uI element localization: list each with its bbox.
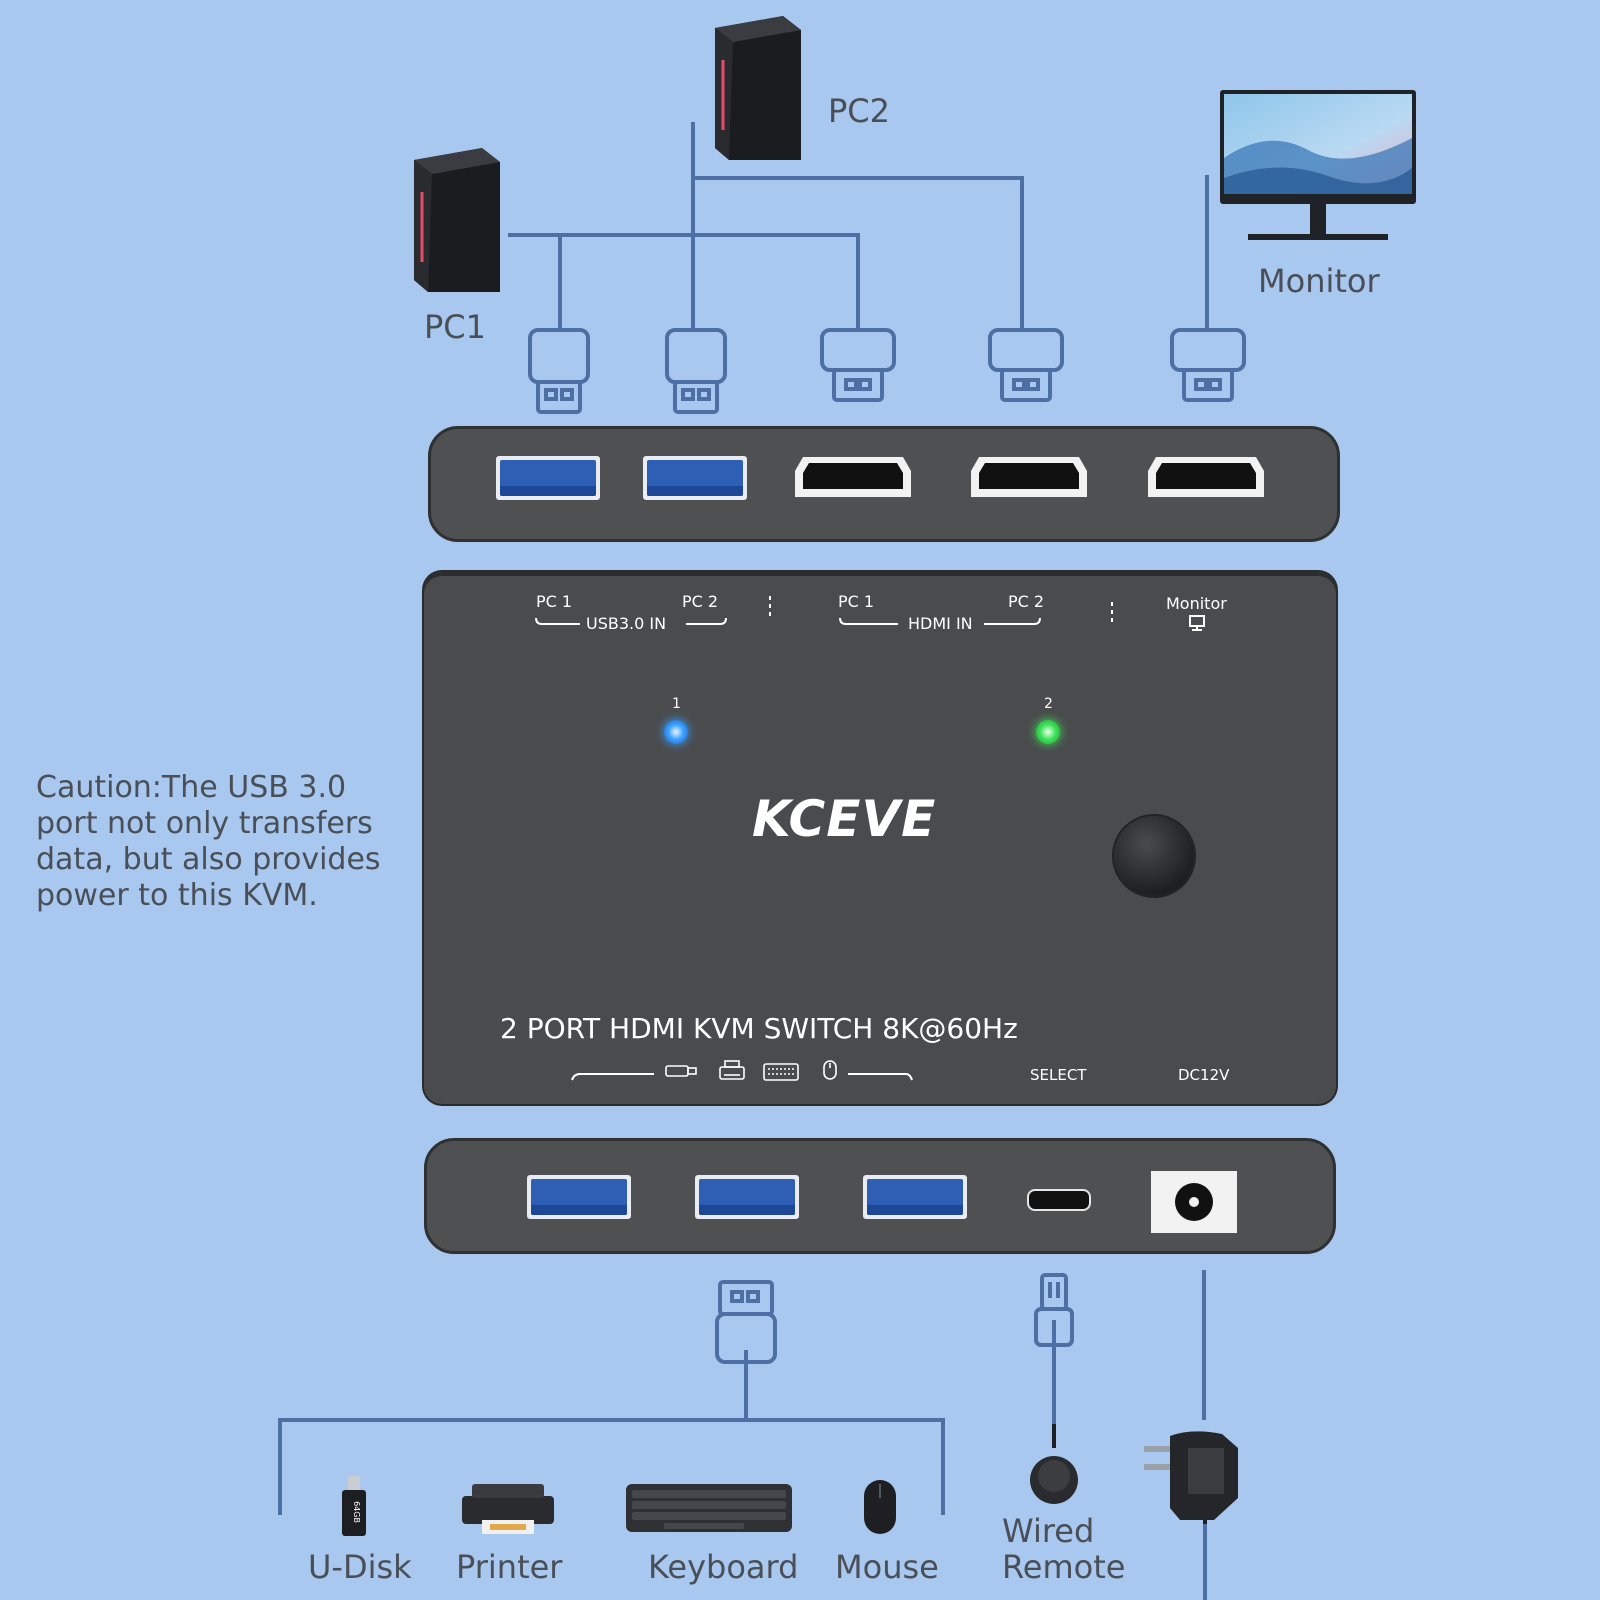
- brand-logo: KCEVE: [752, 790, 937, 848]
- remote-label-line1: Wired: [1002, 1512, 1095, 1550]
- pc1-tower-icon: [414, 148, 500, 292]
- remote-label-line2: Remote: [1002, 1548, 1126, 1586]
- hdmi-plug-monitor: [1170, 328, 1246, 402]
- keyboard-icon: [763, 1063, 799, 1081]
- usb-plug-pc2: [665, 328, 727, 414]
- select-button[interactable]: [1114, 816, 1194, 896]
- hdmi-port-pc2[interactable]: [969, 455, 1089, 499]
- remote-port[interactable]: [1027, 1189, 1091, 1211]
- usb-port-pc1[interactable]: [496, 456, 600, 500]
- usb-group-label: USB3.0 IN: [586, 614, 667, 633]
- keyboard-device-icon: [626, 1484, 792, 1532]
- led2-label: 2: [1044, 696, 1053, 712]
- u-disk-label: U-Disk: [308, 1548, 412, 1586]
- u-disk-icon: 64GB: [342, 1476, 366, 1536]
- mouse-device-icon: [864, 1480, 896, 1534]
- panel-brackets: [535, 596, 1205, 1081]
- select-label: SELECT: [1030, 1066, 1087, 1084]
- wired-remote-icon: [1030, 1424, 1078, 1504]
- hdmi-group-label: HDMI IN: [908, 614, 973, 633]
- monitor-port-label: Monitor: [1166, 594, 1227, 613]
- hdmi-port-pc1[interactable]: [793, 455, 913, 499]
- usb-pc1-label: PC 1: [536, 592, 573, 611]
- monitor-icon: [1220, 90, 1416, 240]
- hdmi-pc2-label: PC 2: [1008, 592, 1045, 611]
- usb-port-pc2[interactable]: [643, 456, 747, 500]
- led1-label: 1: [672, 696, 681, 712]
- usb-port-out-1[interactable]: [527, 1175, 631, 1219]
- dc-power-jack[interactable]: [1151, 1171, 1237, 1233]
- led-pc1-indicator: [664, 720, 688, 744]
- pc2-tower-icon: [715, 16, 801, 160]
- output-port-strip: [424, 1138, 1336, 1254]
- hdmi-port-monitor[interactable]: [1146, 455, 1266, 499]
- led-pc2-indicator: [1036, 720, 1060, 744]
- caution-note: Caution:The USB 3.0 port not only transf…: [36, 770, 381, 913]
- model-label: 2 PORT HDMI KVM SWITCH 8K@60Hz: [500, 1012, 1018, 1045]
- monitor-label: Monitor: [1258, 262, 1380, 300]
- mouse-label: Mouse: [835, 1548, 939, 1586]
- pc1-label: PC1: [424, 308, 486, 346]
- usb-port-out-3[interactable]: [863, 1175, 967, 1219]
- u-disk-capacity: 64GB: [352, 1501, 361, 1523]
- kvm-switch-panel: PC 1 PC 2 USB3.0 IN PC 1 PC 2 HDMI IN Mo…: [424, 572, 1336, 1104]
- printer-label: Printer: [456, 1548, 563, 1586]
- pc2-label: PC2: [828, 92, 890, 130]
- hdmi-pc1-label: PC 1: [838, 592, 875, 611]
- printer-icon: [719, 1060, 745, 1080]
- usb-plug-pc1: [528, 328, 590, 414]
- hdmi-plug-pc2: [988, 328, 1064, 402]
- power-adapter-icon: [1144, 1431, 1238, 1524]
- remote-plug: [1034, 1273, 1074, 1347]
- usb-pc2-label: PC 2: [682, 592, 719, 611]
- dc-label: DC12V: [1178, 1066, 1230, 1084]
- keyboard-label: Keyboard: [648, 1548, 799, 1586]
- usb-drive-icon: [665, 1065, 697, 1077]
- input-port-strip: [428, 426, 1340, 542]
- hdmi-plug-pc1: [820, 328, 896, 402]
- printer-device-icon: [462, 1484, 554, 1534]
- mouse-icon: [823, 1060, 837, 1080]
- usb-plug-peripherals: [715, 1280, 777, 1364]
- usb-port-out-2[interactable]: [695, 1175, 799, 1219]
- peripheral-icons: [665, 1060, 837, 1081]
